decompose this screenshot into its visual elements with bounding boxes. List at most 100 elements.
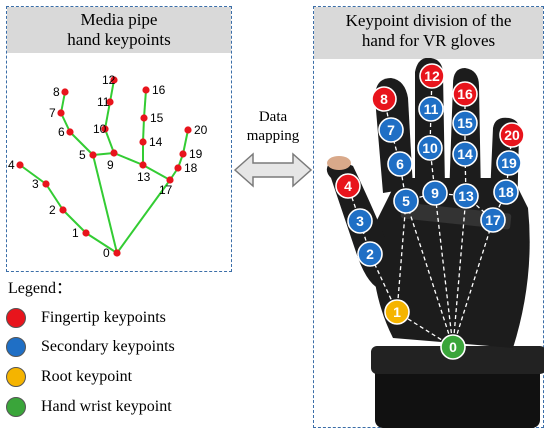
- mediapipe-keypoint-label: 18: [184, 161, 198, 175]
- mediapipe-keypoint-label: 20: [194, 123, 208, 137]
- legend-label-root: Root keypoint: [41, 368, 133, 385]
- glove-secondary-keypoint: [453, 183, 479, 209]
- legend-item-wrist: Hand wrist keypoint: [6, 396, 172, 418]
- mediapipe-keypoint: [106, 98, 114, 106]
- mediapipe-keypoint-label: 12: [102, 73, 116, 87]
- mediapipe-keypoint: [57, 109, 65, 117]
- glove-secondary-keypoint: [496, 150, 522, 176]
- legend-label-fingertip: Fingertip keypoints: [41, 309, 166, 326]
- mediapipe-keypoint: [184, 126, 192, 134]
- glove-secondary-keypoint: [418, 96, 444, 122]
- glove-secondary-keypoint: [393, 188, 419, 214]
- glove-keypoint-label: 6: [396, 156, 404, 172]
- glove-keypoint-label: 4: [344, 178, 352, 194]
- data-mapping-label: Data mapping: [236, 108, 310, 146]
- mediapipe-keypoint: [59, 206, 67, 214]
- glove-fingertip-keypoint: [371, 86, 397, 112]
- mediapipe-keypoint: [16, 161, 24, 169]
- glove-keypoint-label: 5: [402, 193, 410, 209]
- skeleton-bone: [104, 101, 111, 130]
- glove-connection: [383, 98, 392, 131]
- skeleton-bone: [85, 232, 118, 254]
- mediapipe-panel-header: Media pipe hand keypoints: [7, 7, 231, 53]
- skeleton-bone: [142, 117, 145, 143]
- skeleton-bone: [104, 128, 115, 154]
- mediapipe-keypoint-label: 5: [79, 148, 86, 162]
- glove-fingertip-keypoint: [499, 122, 525, 148]
- glove-secondary-keypoint: [417, 135, 443, 161]
- mediapipe-keypoint-label: 14: [149, 135, 163, 149]
- glove-connection: [452, 195, 467, 348]
- mediapipe-keypoint: [166, 176, 174, 184]
- glove-keypoint-label: 11: [424, 101, 439, 117]
- glove-keypoint-label: 9: [431, 185, 439, 201]
- legend-item-root: Root keypoint: [6, 366, 132, 388]
- vr-glove-panel-header: Keypoint division of the hand for VR glo…: [314, 7, 543, 59]
- glove-keypoint-label: 1: [393, 304, 401, 320]
- glove-secondary-keypoint: [493, 179, 519, 205]
- glove-secondary-keypoint: [452, 141, 478, 167]
- glove-connection: [405, 192, 436, 202]
- glove-connection: [434, 192, 467, 197]
- mediapipe-keypoint-label: 13: [137, 170, 151, 184]
- skeleton-bone: [142, 164, 171, 181]
- mediapipe-keypoint-label: 15: [150, 111, 164, 125]
- mediapipe-keypoint: [110, 149, 118, 157]
- mediapipe-keypoint: [142, 86, 150, 94]
- glove-secondary-keypoint: [480, 207, 506, 233]
- glove-fingertip-keypoint: [419, 63, 445, 89]
- legend-label-secondary: Secondary keypoints: [41, 338, 175, 355]
- skeleton-bone: [45, 183, 64, 211]
- skeleton-bone: [113, 152, 144, 166]
- mediapipe-keypoint: [174, 164, 182, 172]
- mediapipe-title-line1: Media pipe: [80, 10, 158, 29]
- glove-connection: [492, 191, 507, 221]
- mediapipe-keypoint-label: 11: [97, 95, 110, 109]
- glove-keypoint-label: 19: [501, 155, 517, 171]
- legend-item-secondary: Secondary keypoints: [6, 336, 175, 358]
- mediapipe-keypoint: [101, 125, 109, 133]
- mediapipe-keypoint-label: 6: [58, 125, 65, 139]
- legend-yellow-dot: [6, 367, 26, 387]
- glove-keypoint-label: 14: [457, 146, 473, 162]
- mediapipe-keypoint: [179, 150, 187, 158]
- legend-item-fingertip: Fingertip keypoints: [6, 307, 166, 329]
- legend-label-wrist: Hand wrist keypoint: [41, 398, 172, 415]
- glove-keypoint-label: 12: [424, 68, 440, 84]
- skeleton-bone: [19, 164, 47, 185]
- mediapipe-keypoint-label: 1: [72, 226, 79, 240]
- skeleton-bone: [182, 129, 189, 155]
- glove-connection: [452, 219, 494, 348]
- glove-secondary-keypoint: [452, 110, 478, 136]
- data-mapping-line2: mapping: [246, 128, 300, 144]
- glove-connection: [396, 200, 407, 313]
- mediapipe-keypoint-label: 0: [103, 246, 110, 260]
- mediapipe-keypoint: [139, 161, 147, 169]
- double-arrow-icon: [233, 152, 313, 188]
- glove-keypoint-label: 20: [504, 127, 520, 143]
- mediapipe-keypoint: [82, 229, 90, 237]
- glove-secondary-keypoint: [422, 180, 448, 206]
- data-mapping-line1: Data: [258, 109, 288, 125]
- mediapipe-keypoint: [139, 138, 147, 146]
- mediapipe-keypoint: [113, 249, 121, 257]
- vr-glove-panel: Keypoint division of the hand for VR glo…: [313, 6, 544, 428]
- mediapipe-keypoint-label: 19: [189, 147, 203, 161]
- glove-keypoint-label: 0: [449, 339, 457, 355]
- mediapipe-keypoint: [61, 88, 69, 96]
- glove-keypoint-label: 17: [485, 212, 501, 228]
- mediapipe-keypoint: [42, 180, 50, 188]
- mediapipe-keypoint-label: 7: [49, 106, 56, 120]
- glove-root-keypoint: [384, 299, 410, 325]
- legend-title: Legend：: [8, 280, 72, 297]
- mediapipe-keypoint-label: 2: [49, 203, 56, 217]
- legend-blue-dot: [6, 337, 26, 357]
- glove-keypoint-label: 8: [380, 91, 388, 107]
- mediapipe-keypoint: [110, 76, 118, 84]
- glove-fingertip-keypoint: [335, 173, 361, 199]
- glove-keypoint-label: 18: [498, 184, 514, 200]
- glove-keypoint-label: 7: [387, 122, 395, 138]
- skeleton-bone: [69, 131, 94, 156]
- mediapipe-keypoint-label: 16: [152, 83, 166, 97]
